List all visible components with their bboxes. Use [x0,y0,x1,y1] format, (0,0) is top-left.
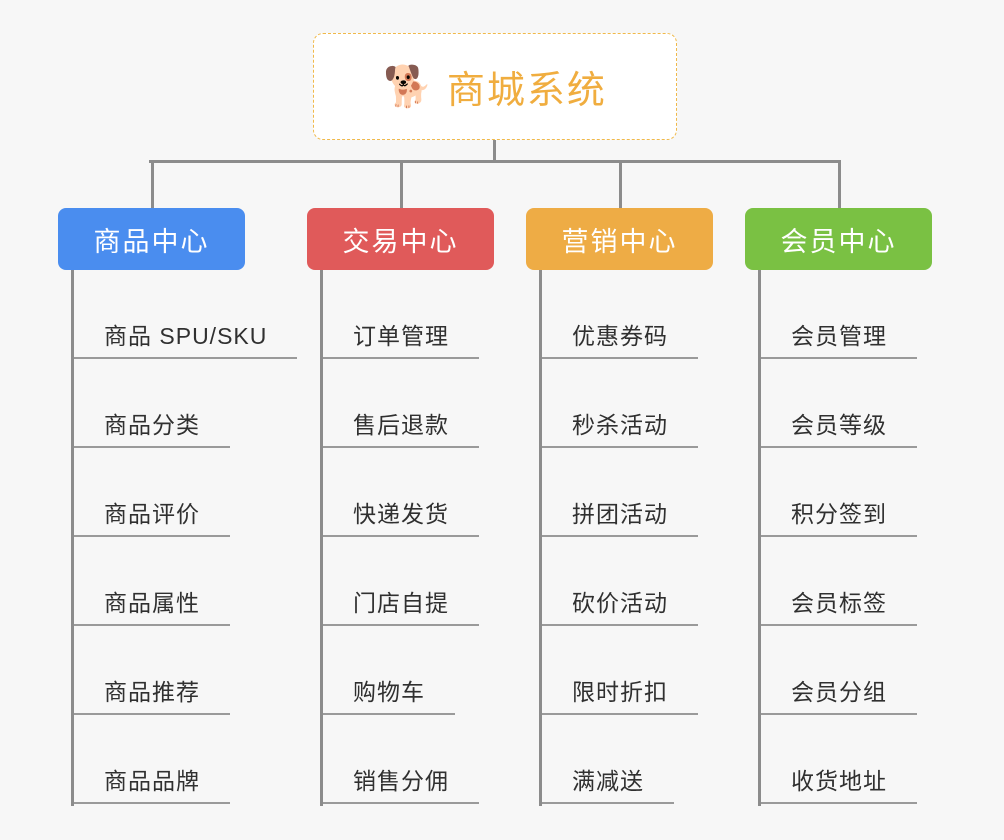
leaf-underline: 满减送 [542,762,674,804]
branch-header-label: 交易中心 [342,226,459,257]
shiba-inu-emoji: 🐕 [383,64,433,109]
leaf-item[interactable]: 满减送 [542,715,674,804]
leaf-item-label: 秒杀活动 [572,412,668,438]
leaf-underline: 商品属性 [74,584,230,626]
branch-header-label: 商品中心 [93,226,210,257]
connector-bar [149,160,839,163]
leaf-item[interactable]: 秒杀活动 [542,359,698,448]
leaf-item-label: 限时折扣 [572,679,668,705]
leaf-item[interactable]: 收货地址 [761,715,917,804]
leaf-item[interactable]: 会员等级 [761,359,917,448]
leaf-item-label: 商品分类 [104,412,200,438]
leaf-underline: 秒杀活动 [542,406,698,448]
leaf-item-label: 门店自提 [353,590,449,616]
leaf-underline: 会员分组 [761,673,917,715]
connector-drop-1 [151,160,154,208]
leaf-item[interactable]: 积分签到 [761,448,917,537]
leaf-underline: 售后退款 [323,406,479,448]
leaf-item-label: 会员管理 [791,323,887,349]
connector-stem [493,140,496,162]
leaf-item-label: 优惠券码 [572,323,668,349]
leaf-underline: 会员等级 [761,406,917,448]
connector-drop-4 [838,160,841,208]
leaf-item[interactable]: 商品推荐 [74,626,230,715]
leaf-item-label: 销售分佣 [353,768,449,794]
leaf-item-label: 会员分组 [791,679,887,705]
leaf-underline: 砍价活动 [542,584,698,626]
leaf-underline: 限时折扣 [542,673,698,715]
leaf-item[interactable]: 商品 SPU/SKU [74,270,298,359]
leaf-underline: 购物车 [323,673,455,715]
leaf-item-label: 商品 SPU/SKU [104,323,268,349]
branch-header-1[interactable]: 商品中心 [58,208,245,270]
leaf-underline: 商品 SPU/SKU [74,317,298,359]
leaf-item-label: 会员等级 [791,412,887,438]
leaf-underline: 商品分类 [74,406,230,448]
leaf-spine [71,270,74,806]
leaf-underline: 商品推荐 [74,673,230,715]
branch-header-label: 会员中心 [780,226,897,257]
leaf-item[interactable]: 快递发货 [323,448,479,537]
leaf-item-label: 购物车 [353,679,425,705]
leaf-item-label: 会员标签 [791,590,887,616]
leaf-item[interactable]: 商品品牌 [74,715,230,804]
leaf-item[interactable]: 售后退款 [323,359,479,448]
branch-header-label: 营销中心 [561,226,678,257]
branch-header-4[interactable]: 会员中心 [745,208,932,270]
root-node[interactable]: 🐕 商城系统 [313,33,677,140]
leaf-underline: 优惠券码 [542,317,698,359]
leaf-item[interactable]: 会员分组 [761,626,917,715]
leaf-item[interactable]: 销售分佣 [323,715,479,804]
leaf-item-label: 积分签到 [791,501,887,527]
leaf-item[interactable]: 会员标签 [761,537,917,626]
leaf-spine [539,270,542,806]
leaf-item[interactable]: 商品评价 [74,448,230,537]
leaf-underline: 积分签到 [761,495,917,537]
leaf-item[interactable]: 限时折扣 [542,626,698,715]
leaf-item[interactable]: 商品属性 [74,537,230,626]
leaf-underline: 销售分佣 [323,762,479,804]
leaf-item[interactable]: 商品分类 [74,359,230,448]
leaf-item-label: 商品推荐 [104,679,200,705]
branch-header-3[interactable]: 营销中心 [526,208,713,270]
leaf-spine [758,270,761,806]
branch-header-2[interactable]: 交易中心 [307,208,494,270]
connector-drop-2 [400,160,403,208]
leaf-underline: 门店自提 [323,584,479,626]
branch-column-2: 交易中心订单管理售后退款快递发货门店自提购物车销售分佣 [307,208,550,806]
branch-column-3: 营销中心优惠券码秒杀活动拼团活动砍价活动限时折扣满减送 [526,208,769,806]
leaf-item[interactable]: 订单管理 [323,270,479,359]
branch-column-4: 会员中心会员管理会员等级积分签到会员标签会员分组收货地址 [745,208,988,806]
leaf-underline: 快递发货 [323,495,479,537]
leaf-item[interactable]: 会员管理 [761,270,917,359]
leaf-item-label: 订单管理 [353,323,449,349]
leaf-item-label: 商品属性 [104,590,200,616]
leaf-spine [320,270,323,806]
leaf-item-label: 快递发货 [353,501,449,527]
leaf-item-label: 砍价活动 [572,590,668,616]
connector-drop-3 [619,160,622,208]
leaf-underline: 商品评价 [74,495,230,537]
leaf-underline: 商品品牌 [74,762,230,804]
leaf-item[interactable]: 拼团活动 [542,448,698,537]
leaf-item[interactable]: 优惠券码 [542,270,698,359]
leaf-underline: 订单管理 [323,317,479,359]
leaf-underline: 收货地址 [761,762,917,804]
leaf-item[interactable]: 门店自提 [323,537,479,626]
leaf-item-label: 商品品牌 [104,768,200,794]
leaf-item-label: 商品评价 [104,501,200,527]
leaf-underline: 会员管理 [761,317,917,359]
leaf-underline: 拼团活动 [542,495,698,537]
leaf-item-label: 满减送 [572,768,644,794]
branch-column-1: 商品中心商品 SPU/SKU 商品分类商品评价商品属性商品推荐商品品牌 [58,208,301,806]
leaf-item-label: 拼团活动 [572,501,668,527]
leaf-underline: 会员标签 [761,584,917,626]
leaf-item-label: 收货地址 [791,768,887,794]
leaf-item[interactable]: 砍价活动 [542,537,698,626]
root-title: 商城系统 [446,70,607,112]
leaf-item[interactable]: 购物车 [323,626,455,715]
leaf-item-label: 售后退款 [353,412,449,438]
